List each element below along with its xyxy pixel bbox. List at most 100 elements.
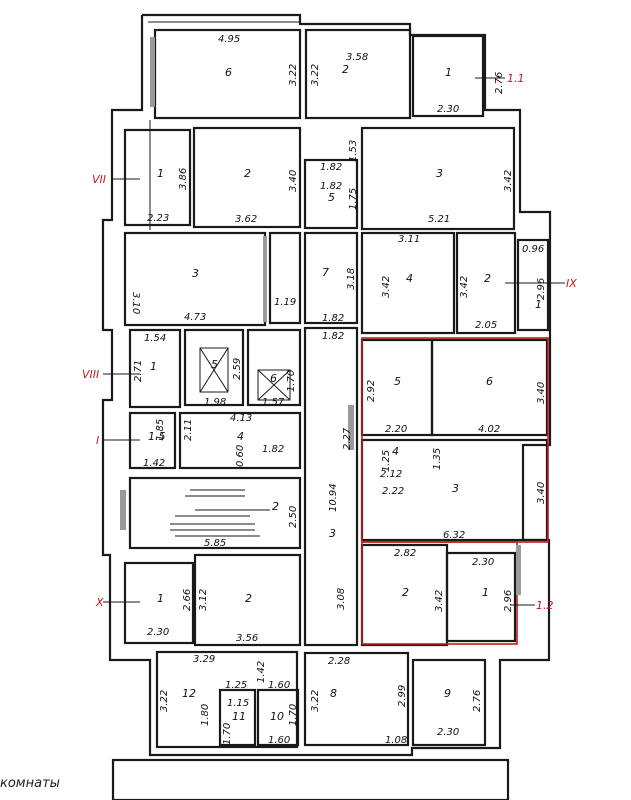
room-number: 3 bbox=[436, 167, 443, 180]
dim-label: 1.82 bbox=[320, 181, 342, 192]
room-number: 4 bbox=[237, 430, 244, 443]
room-number: 5 bbox=[394, 375, 401, 388]
room-number: 2 bbox=[402, 586, 409, 599]
dim-label: 2.30 bbox=[437, 727, 459, 738]
dim-label: 1.54 bbox=[144, 333, 166, 344]
dim-label: 0.60 bbox=[235, 445, 246, 467]
room-number: 1 bbox=[445, 66, 452, 79]
dim-label: 2.76 bbox=[494, 72, 505, 94]
dim-label: 4.13 bbox=[230, 413, 252, 424]
room-number: 3 bbox=[329, 527, 336, 540]
dim-label: 2.50 bbox=[288, 506, 299, 528]
dim-label: 1.35 bbox=[432, 448, 443, 470]
elevator-shafts bbox=[199, 347, 291, 401]
dim-label: 1.82 bbox=[322, 331, 344, 342]
room-number: 1.5 bbox=[148, 430, 166, 443]
dim-label: 0.96 bbox=[522, 244, 544, 255]
dim-label: 3.42 bbox=[503, 170, 514, 192]
dim-label: 2.71 bbox=[133, 360, 144, 382]
room-number: 5 bbox=[211, 358, 218, 371]
dim-label: 1.25 bbox=[381, 450, 392, 472]
dim-label: 10.94 bbox=[328, 483, 339, 512]
dim-label: 1.98 bbox=[204, 397, 226, 408]
dim-label: 2.30 bbox=[147, 627, 169, 638]
room-number: 6 bbox=[225, 66, 232, 79]
dim-label: 2.30 bbox=[437, 104, 459, 115]
room-labels: 4.95 6 3.22 3.58 2 3.22 1 2.76 2.30 1 3.… bbox=[130, 34, 547, 746]
dim-label: 2.76 bbox=[472, 690, 483, 712]
room-number: 10 bbox=[270, 710, 284, 723]
dim-label: 3.22 bbox=[310, 64, 321, 86]
dim-label: 3.42 bbox=[434, 590, 445, 612]
axis-mark: IX bbox=[566, 277, 577, 290]
dim-label: 2.28 bbox=[328, 656, 350, 667]
outer-walls bbox=[101, 13, 552, 757]
room-number: 1 bbox=[157, 592, 164, 605]
dim-label: 2.22 bbox=[382, 486, 404, 497]
dim-label: 2.27 bbox=[342, 427, 353, 450]
room-number: 2 bbox=[244, 167, 251, 180]
dim-label: 1.42 bbox=[143, 458, 165, 469]
dim-label: 1.15 bbox=[227, 698, 249, 709]
room-number: 2 bbox=[245, 592, 252, 605]
dim-label: 1.80 bbox=[200, 704, 211, 726]
dim-label: 1.70 bbox=[222, 723, 233, 745]
dim-label: 1.53 bbox=[348, 140, 359, 162]
dim-label: 3.40 bbox=[536, 482, 547, 504]
dim-label: 3.08 bbox=[336, 588, 347, 610]
dim-label: 1.60 bbox=[268, 735, 290, 746]
axis-mark: X bbox=[95, 596, 104, 609]
room-number: 1 bbox=[535, 298, 542, 311]
room-number: 2 bbox=[342, 63, 349, 76]
axis-mark: VII bbox=[92, 173, 106, 186]
dim-label: 1.57 bbox=[262, 397, 285, 408]
room-number: 8 bbox=[330, 687, 337, 700]
dim-label: 2.92 bbox=[366, 380, 377, 402]
axis-mark: 1.1 bbox=[507, 72, 525, 85]
dim-label: 1.60 bbox=[268, 680, 290, 691]
dim-label: 3.42 bbox=[459, 276, 470, 298]
room-number: 2 bbox=[484, 272, 491, 285]
dim-label: 3.18 bbox=[346, 268, 357, 290]
axis-mark: VIII bbox=[82, 368, 99, 381]
dim-label: 1.08 bbox=[385, 735, 407, 746]
dim-label: 1.75 bbox=[348, 188, 359, 210]
room-number: 4 bbox=[406, 272, 413, 285]
dim-label: 1.82 bbox=[322, 313, 344, 324]
room-number: 12 bbox=[182, 687, 196, 700]
dim-label: 2.96 bbox=[536, 278, 547, 300]
dim-label: 5.85 bbox=[204, 538, 226, 549]
dim-label: 3.22 bbox=[159, 690, 170, 712]
dim-label: 4.73 bbox=[184, 312, 206, 323]
dim-label: 1.70 bbox=[288, 704, 299, 726]
dim-label: 1.70 bbox=[286, 370, 297, 392]
dim-label: 3.40 bbox=[288, 170, 299, 192]
dim-label: 3.86 bbox=[178, 168, 189, 190]
dim-label: 1.82 bbox=[320, 162, 342, 173]
dim-label: 1.82 bbox=[262, 444, 284, 455]
dim-label: 4.95 bbox=[218, 34, 240, 45]
room-outlines bbox=[111, 28, 550, 800]
axis-markers: 1.1 VII IX VIII I X 1.2 bbox=[82, 72, 577, 612]
room-number: 3 bbox=[452, 482, 459, 495]
room-number: 9 bbox=[444, 687, 451, 700]
staircase bbox=[170, 489, 270, 537]
dim-label: 3.22 bbox=[310, 690, 321, 712]
dim-label: 2.12 bbox=[380, 469, 402, 480]
room-number: 3 bbox=[192, 267, 199, 280]
dim-label: 1.19 bbox=[274, 297, 296, 308]
fixtures bbox=[120, 37, 521, 595]
dim-label: 3.11 bbox=[398, 234, 420, 245]
dim-label: 3.40 bbox=[536, 382, 547, 404]
dim-label: 6.32 bbox=[443, 530, 465, 541]
dim-label: 2.20 bbox=[385, 424, 407, 435]
dim-label: 3.42 bbox=[381, 276, 392, 298]
room-number: 1 bbox=[482, 586, 489, 599]
axis-mark: I bbox=[96, 434, 99, 447]
dim-label: 2.82 bbox=[394, 548, 416, 559]
dim-label: 2.66 bbox=[182, 589, 193, 611]
room-number: 7 bbox=[322, 266, 329, 279]
room-number: 1 bbox=[150, 360, 157, 373]
dim-label: 2.30 bbox=[472, 557, 494, 568]
